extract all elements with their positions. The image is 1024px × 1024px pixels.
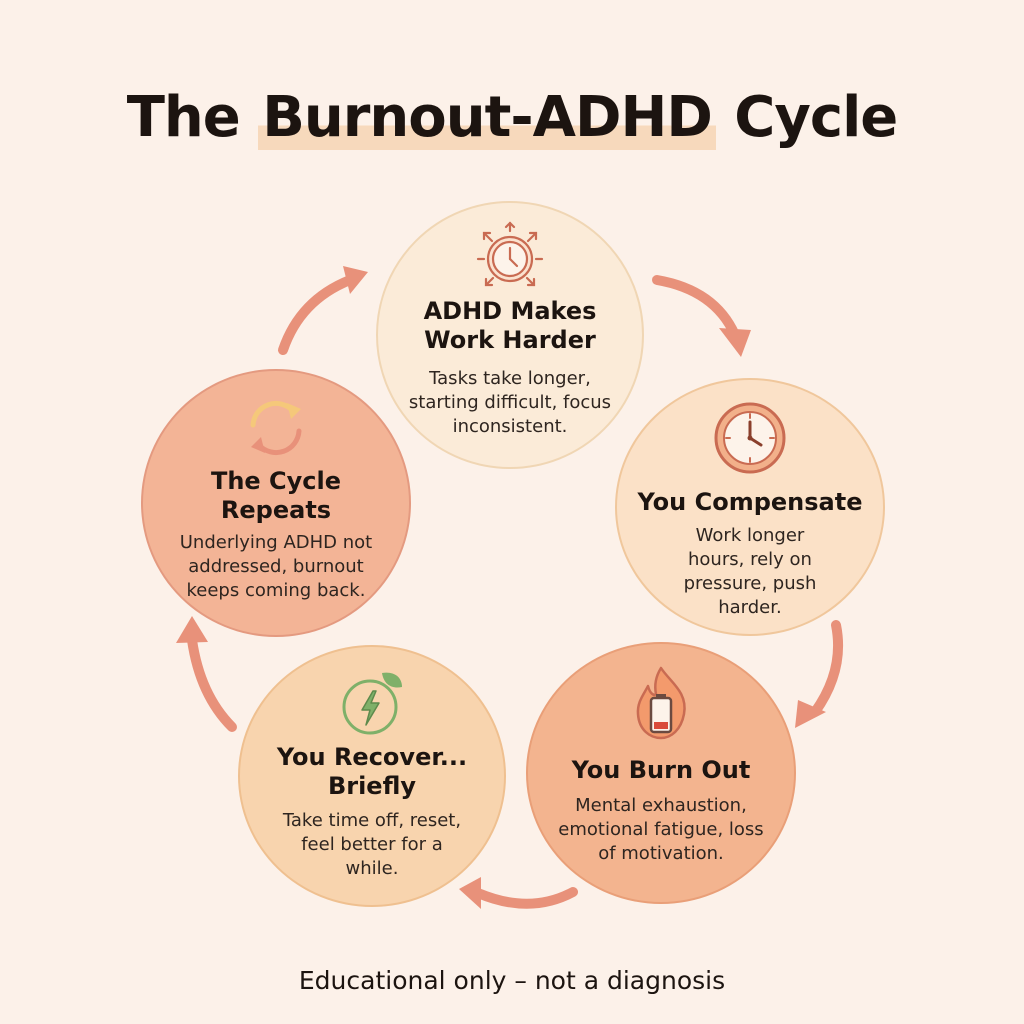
title-suffix: Cycle bbox=[715, 85, 898, 150]
arrowhead-bottom bbox=[459, 877, 481, 909]
node-description: Tasks take longer, starting difficult, f… bbox=[408, 368, 612, 437]
clock-arrows-icon bbox=[476, 221, 544, 287]
flame-battery-icon bbox=[636, 666, 686, 740]
arrowhead-left bbox=[176, 616, 208, 643]
node-description: Work longer hours, rely on pressure, pus… bbox=[683, 525, 817, 618]
disclaimer-footer: Educational only – not a diagnosis bbox=[298, 966, 726, 995]
cycle-node-the-cycle-repeats: The Cycle Repeats Underlying ADHD not ad… bbox=[141, 369, 411, 637]
node-title: You Compensate bbox=[637, 488, 863, 516]
cycle-node-you-burn-out: You Burn Out Mental exhaustion, emotiona… bbox=[526, 642, 796, 904]
node-title: You Recover... Briefly bbox=[276, 743, 468, 800]
page-title: The Burnout-ADHD Cycle bbox=[0, 82, 1024, 154]
cycle-node-adhd-makes-work-harder: ADHD Makes Work Harder Tasks take longer… bbox=[376, 201, 644, 469]
arrow-path-bottom bbox=[473, 887, 578, 909]
arrow-path-left bbox=[187, 635, 237, 732]
node-description: Mental exhaustion, emotional fatigue, lo… bbox=[558, 795, 764, 864]
node-description: Take time off, reset, feel better for a … bbox=[282, 810, 462, 879]
node-description: Underlying ADHD not addressed, burnout k… bbox=[179, 532, 373, 601]
cycle-arrows-icon bbox=[250, 400, 302, 456]
arrow-path-top-right bbox=[652, 275, 740, 340]
arrowhead-right bbox=[795, 700, 826, 728]
arrow-path-top-left bbox=[278, 275, 355, 355]
node-title: You Burn Out bbox=[571, 756, 751, 784]
node-title: The Cycle Repeats bbox=[210, 467, 342, 524]
clock-icon bbox=[714, 402, 786, 474]
title-highlight: Burnout-ADHD bbox=[258, 85, 716, 150]
lightning-leaf-icon bbox=[342, 672, 402, 735]
arrow-path-right bbox=[810, 620, 844, 717]
cycle-node-you-recover-briefly: You Recover... Briefly Take time off, re… bbox=[238, 645, 506, 907]
cycle-node-you-compensate: You Compensate Work longer hours, rely o… bbox=[615, 378, 885, 636]
arrowhead-top-left bbox=[343, 266, 368, 294]
title-prefix: The bbox=[126, 85, 259, 150]
arrowhead-top-right bbox=[719, 328, 751, 357]
node-title: ADHD Makes Work Harder bbox=[423, 297, 597, 354]
